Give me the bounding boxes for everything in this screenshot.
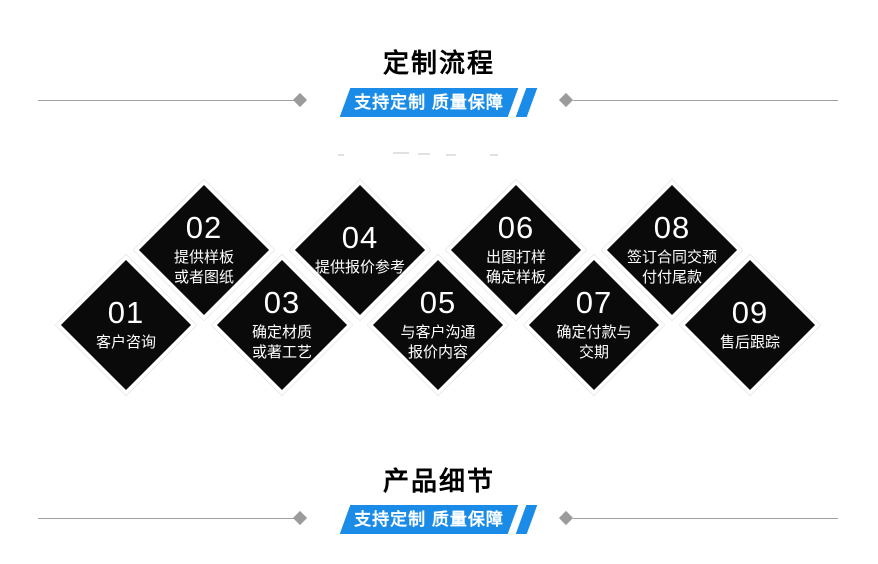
step-number: 03 bbox=[263, 284, 301, 320]
faint-artifact bbox=[338, 154, 344, 156]
step-label: 确定付款与 bbox=[556, 323, 632, 341]
step-number: 01 bbox=[107, 295, 145, 331]
step-label: 签订合同交预 bbox=[626, 248, 717, 266]
step-label: 交期 bbox=[578, 343, 609, 361]
process-section-title: 定制流程 bbox=[382, 48, 495, 78]
step-number: 04 bbox=[341, 220, 379, 256]
step-label: 出图打样 bbox=[485, 248, 546, 266]
details-banner-label: 支持定制 质量保障 bbox=[354, 510, 504, 529]
step-label: 提供报价参考 bbox=[314, 258, 405, 276]
step-number: 05 bbox=[419, 284, 457, 320]
step-content: 09 售后跟踪 bbox=[704, 279, 796, 371]
step-label: 或者图纸 bbox=[173, 268, 234, 286]
step-label: 售后跟踪 bbox=[719, 333, 780, 351]
step-label: 与客户沟通 bbox=[400, 323, 476, 341]
step-number: 06 bbox=[497, 209, 535, 245]
decorative-line-right bbox=[573, 100, 838, 101]
decorative-line-left bbox=[38, 100, 294, 101]
step-label: 提供样板 bbox=[173, 248, 234, 266]
step-number: 08 bbox=[653, 209, 691, 245]
diamond-marker-left bbox=[292, 92, 308, 108]
faint-artifact bbox=[490, 154, 498, 156]
faint-artifact bbox=[393, 152, 409, 154]
step-number: 02 bbox=[185, 209, 223, 245]
diamond-marker-right bbox=[558, 510, 574, 526]
step-label: 客户咨询 bbox=[95, 333, 156, 351]
process-banner-label: 支持定制 质量保障 bbox=[354, 93, 504, 112]
process-banner-ribbon: 支持定制 质量保障 bbox=[339, 88, 539, 117]
step-label: 付付尾款 bbox=[641, 268, 702, 286]
faint-artifact bbox=[446, 154, 456, 156]
decorative-line-left bbox=[38, 518, 294, 519]
diamond-marker-left bbox=[292, 510, 308, 526]
step-label: 确定材质 bbox=[251, 323, 312, 341]
step-number: 09 bbox=[731, 295, 769, 331]
step-label: 确定样板 bbox=[485, 268, 546, 286]
details-section-title: 产品细节 bbox=[382, 466, 495, 496]
decorative-line-right bbox=[573, 518, 838, 519]
step-label: 报价内容 bbox=[407, 343, 468, 361]
faint-artifact bbox=[418, 153, 430, 155]
step-number: 07 bbox=[575, 284, 613, 320]
diamond-marker-right bbox=[558, 92, 574, 108]
step-label: 或著工艺 bbox=[251, 343, 312, 361]
details-banner-ribbon: 支持定制 质量保障 bbox=[339, 505, 539, 534]
